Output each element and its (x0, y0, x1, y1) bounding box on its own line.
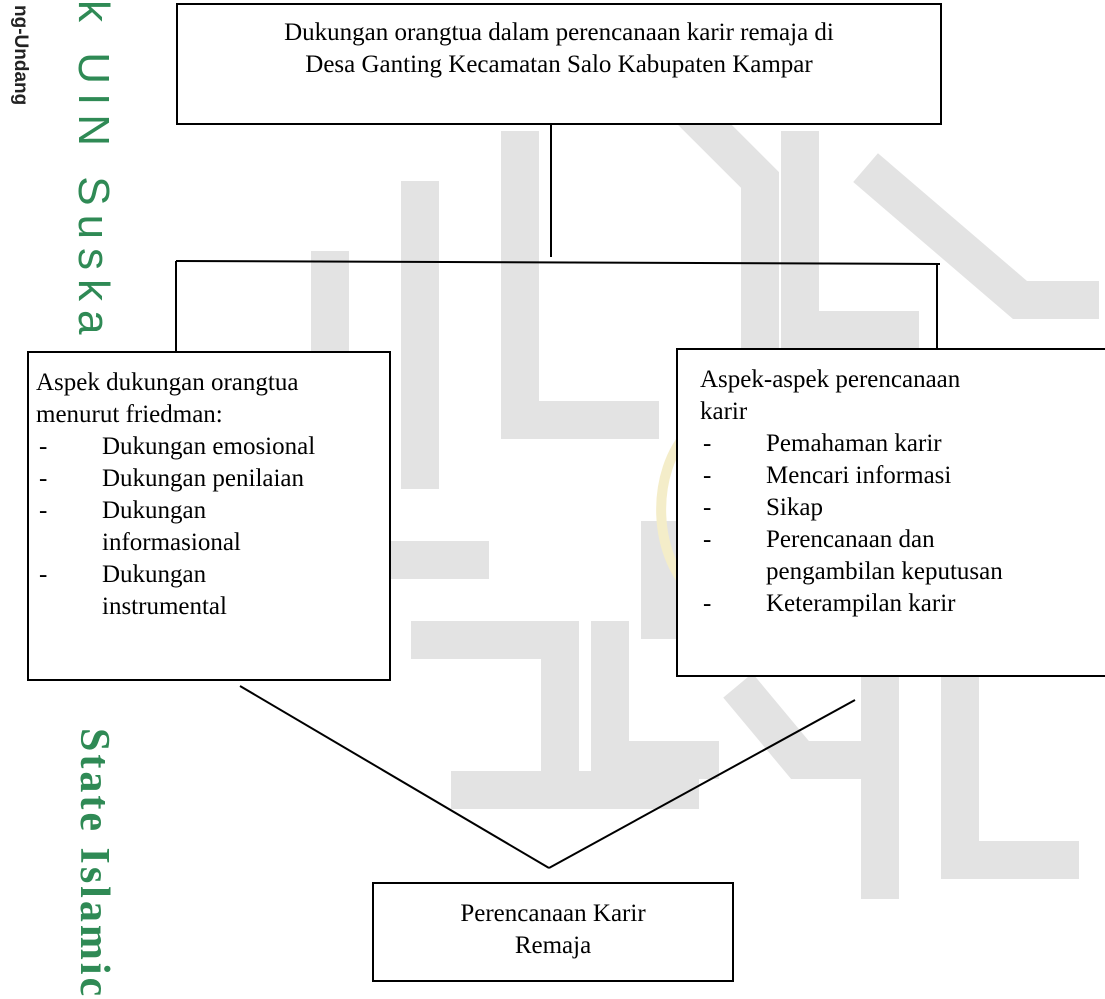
list-item: Sikap (700, 492, 1105, 524)
top-box: Dukungan orangtua dalam perencanaan kari… (176, 3, 942, 125)
connector-lines (175, 125, 941, 869)
parent-support-title-line2: menurut friedman: (36, 401, 223, 428)
list-item: Mencari informasi (700, 460, 1105, 492)
career-planning-aspects-box: Aspek-aspek perencanaan karir Pemahaman … (676, 348, 1105, 677)
career-planning-result-box: Perencanaan Karir Remaja (372, 882, 734, 982)
top-box-line2: Desa Ganting Kecamatan Salo Kabupaten Ka… (305, 51, 813, 78)
parent-support-list: Dukungan emosional Dukungan penilaian Du… (36, 431, 389, 623)
career-aspects-title-line1: Aspek-aspek perencanaan (700, 366, 961, 393)
connector-left-to-bottom (239, 685, 550, 869)
connector-horizontal (175, 260, 941, 265)
list-item: Dukungan emosional (36, 431, 389, 463)
top-box-line1: Dukungan orangtua dalam perencanaan kari… (284, 19, 834, 46)
list-item: Keterampilan karir (700, 588, 1105, 620)
list-item: Dukungan penilaian (36, 463, 389, 495)
parent-support-box: Aspek dukungan orangtua menurut friedman… (27, 351, 391, 681)
result-line2: Remaja (514, 932, 592, 959)
career-aspects-list: Pemahaman karir Mencari informasi Sikap … (700, 428, 1105, 620)
list-item: Pemahaman karir (700, 428, 1105, 460)
career-aspects-title-line2: karir (700, 398, 748, 425)
connector-right-to-bottom (548, 699, 856, 869)
result-line1: Perencanaan Karir (460, 900, 646, 927)
parent-support-title-line1: Aspek dukungan orangtua (36, 369, 299, 396)
